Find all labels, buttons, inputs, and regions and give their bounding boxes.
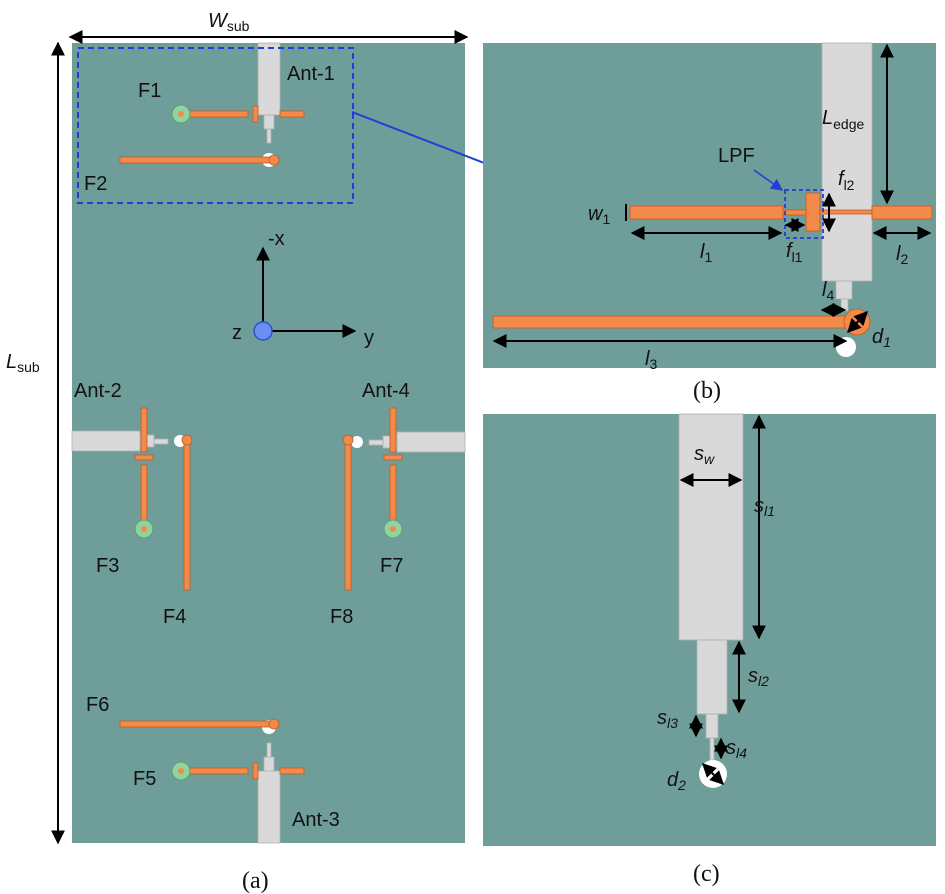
ant-1 (119, 42, 305, 167)
label-f3: F3 (96, 555, 119, 577)
label-sl1: sl1 (754, 495, 775, 519)
label-d1: d1 (872, 326, 891, 350)
label-f2: F2 (84, 173, 107, 195)
coordinate-axes: -x y z (232, 228, 374, 349)
label-sl3: sl3 (657, 707, 678, 731)
label-f8: F8 (330, 606, 353, 628)
label-lpf: LPF (718, 145, 755, 167)
label-l-edge: Ledge (822, 107, 864, 132)
label-fl1: fl1 (786, 240, 803, 265)
label-d2: d2 (667, 769, 686, 793)
label-f5: F5 (133, 768, 156, 790)
caption-a: (a) (242, 868, 269, 894)
label-w1: w1 (588, 203, 610, 227)
label-sl2: sl2 (748, 665, 769, 689)
label-l1: l1 (700, 241, 712, 265)
w-sub-label: Wsub (208, 10, 250, 34)
label-l4: l4 (822, 279, 834, 303)
axis-x-label: -x (268, 228, 285, 250)
lpf-highlight-box (784, 189, 824, 239)
label-f1: F1 (138, 80, 161, 102)
panel-b: LPF Ledge w1 l1 fl1 fl2 l2 l4 d1 l3 (b) (483, 42, 936, 404)
label-sl4: sl4 (726, 737, 747, 761)
label-ant-4: Ant-4 (362, 380, 410, 402)
caption-c: (c) (693, 861, 720, 887)
label-f6: F6 (86, 694, 109, 716)
panel-a: Wsub Lsub F1 F2 Ant-1 -x y (6, 10, 538, 894)
label-ant-2: Ant-2 (74, 380, 122, 402)
ant-3 (119, 718, 305, 844)
origin-marker (253, 321, 273, 341)
label-sw: sw (694, 443, 715, 467)
l-sub-label: Lsub (6, 351, 40, 375)
ant-2 (71, 407, 193, 591)
ant-4 (342, 407, 466, 591)
label-ant-3: Ant-3 (292, 809, 340, 831)
label-f7: F7 (380, 555, 403, 577)
label-l3: l3 (645, 348, 657, 372)
axis-y-label: y (364, 327, 374, 349)
label-ant-1: Ant-1 (287, 63, 335, 85)
axis-z-label: z (232, 322, 242, 344)
label-fl2: fl2 (838, 168, 855, 193)
label-l2: l2 (896, 243, 908, 267)
panel-c: sw sl1 sl2 sl3 sl4 d2 (c) (483, 413, 936, 887)
ant-1-highlight-box (77, 47, 354, 204)
caption-b: (b) (693, 378, 721, 404)
label-f4: F4 (163, 606, 186, 628)
